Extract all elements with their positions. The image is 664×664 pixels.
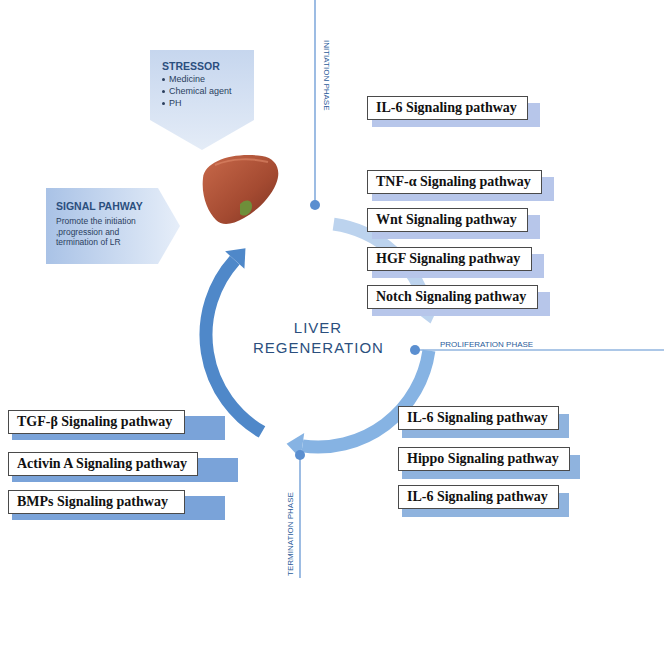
bullet-dot: [162, 102, 165, 105]
pathway-box: IL-6 Signaling pathway: [398, 406, 559, 430]
arrow-head: [225, 248, 245, 269]
bullet-text: Medicine: [169, 74, 205, 84]
liver-illustration: [203, 155, 279, 224]
shape-heading: SIGNAL PAHWAY: [56, 200, 154, 212]
pathway-box: TNF-α Signaling pathway: [367, 170, 542, 194]
box-text: TGF-β Signaling pathway: [17, 414, 172, 430]
phase-label: INITIATION PHASE: [322, 40, 331, 111]
pathway-box: HGF Signaling pathway: [367, 247, 532, 271]
pathway-box: IL-6 Signaling pathway: [367, 96, 528, 120]
phase-label: TERMINATION PHASE: [286, 492, 295, 576]
bullet-text: Chemical agent: [169, 86, 232, 96]
box-text: Notch Signaling pathway: [376, 289, 526, 305]
phase-dot: [295, 450, 305, 460]
stressor-arrow: STRESSOR MedicineChemical agentPH: [150, 50, 254, 150]
phase-line: [314, 0, 315, 205]
bullet-dot: [162, 90, 165, 93]
shape-heading: STRESSOR: [162, 60, 254, 72]
box-text: TNF-α Signaling pathway: [376, 174, 531, 190]
box-text: IL-6 Signaling pathway: [407, 410, 548, 426]
center-title: LIVER REGENERATION: [253, 318, 383, 357]
box-text: HGF Signaling pathway: [376, 251, 520, 267]
pathway-box: BMPs Signaling pathway: [8, 490, 185, 514]
box-text: Wnt Signaling pathway: [376, 212, 517, 228]
shape-body: Promote the initiation ,progression and …: [56, 216, 154, 248]
phase-dot: [410, 345, 420, 355]
text-block: SIGNAL PAHWAY Promote the initiation ,pro…: [46, 188, 154, 248]
box-text: Hippo Signaling pathway: [407, 451, 559, 467]
pathway-box: Activin A Signaling pathway: [8, 452, 198, 476]
pathway-box: Wnt Signaling pathway: [367, 208, 528, 232]
box-text: IL-6 Signaling pathway: [376, 100, 517, 116]
bullet-line: PH: [162, 98, 254, 108]
bullet-dot: [162, 78, 165, 81]
phase-line: [415, 349, 664, 350]
box-text: Activin A Signaling pathway: [17, 456, 187, 472]
pathway-box: IL-6 Signaling pathway: [398, 485, 559, 509]
pathway-box: Hippo Signaling pathway: [398, 447, 570, 471]
signal-arrow: SIGNAL PAHWAY Promote the initiation ,pro…: [46, 188, 180, 264]
phase-dot: [310, 200, 320, 210]
text-block: STRESSOR MedicineChemical agentPH: [150, 50, 254, 108]
bullet-line: Medicine: [162, 74, 254, 84]
phase-line: [299, 455, 300, 578]
bullet-line: Chemical agent: [162, 86, 254, 96]
box-text: BMPs Signaling pathway: [17, 494, 168, 510]
bullet-text: PH: [169, 98, 182, 108]
pathway-box: TGF-β Signaling pathway: [8, 410, 185, 434]
box-text: IL-6 Signaling pathway: [407, 489, 548, 505]
phase-label: PROLIFERATION PHASE: [440, 340, 533, 349]
pathway-box: Notch Signaling pathway: [367, 285, 538, 309]
